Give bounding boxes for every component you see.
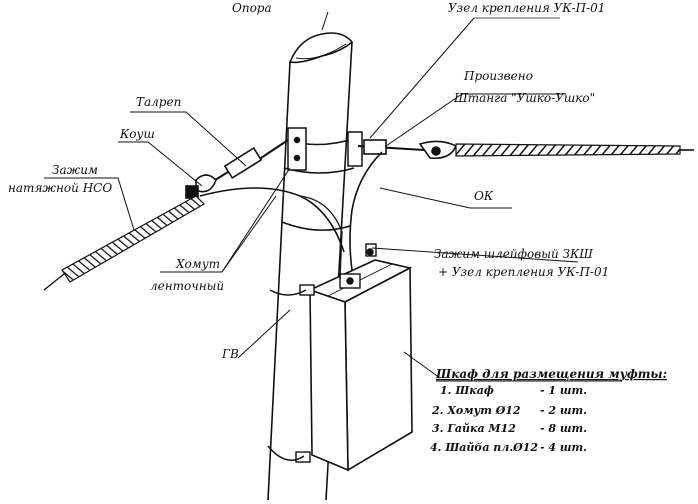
label-thimble: Коуш xyxy=(119,127,155,141)
label-band-line2: ленточный xyxy=(150,279,224,293)
cabinet xyxy=(307,259,413,472)
cabinet-fasteners xyxy=(267,243,377,463)
spec-item-2-qty: - 2 шт. xyxy=(540,404,587,417)
label-band-line1: Хомут xyxy=(175,257,220,271)
leader-lines xyxy=(44,11,579,379)
left-cable xyxy=(199,187,345,253)
label-turnbuckle: Талреп xyxy=(136,95,181,109)
spec-title: Шкаф для размещения муфты: xyxy=(435,367,667,381)
right-cable-spiral xyxy=(455,143,694,157)
label-loop-node: + Узел крепления УК-П-01 xyxy=(438,265,609,279)
spec-item-4-qty: - 4 шт. xyxy=(540,441,587,454)
left-tension-assembly xyxy=(185,139,289,199)
band-clamps xyxy=(281,127,363,231)
label-rod: Штанга "Ушко-Ушко" xyxy=(453,91,595,105)
label-clamp-line2: натяжной НСО xyxy=(8,181,112,195)
spec-item-2-name: 2. Хомут Ø12 xyxy=(431,404,521,417)
spec-item-1-name: 1. Шкаф xyxy=(440,384,494,397)
right-rod-assembly xyxy=(357,139,458,160)
spec-item-1-qty: - 1 шт. xyxy=(540,384,587,397)
label-proizv: Произвено xyxy=(463,69,533,83)
spec-item-3-qty: - 8 шт. xyxy=(540,422,587,435)
label-loop-clamp: Зажим шлейфовый ЗКШ xyxy=(434,247,593,261)
spec-block: Шкаф для размещения муфты: 1. Шкаф - 1 ш… xyxy=(430,367,667,454)
label-node-top: Узел крепления УК-П-01 xyxy=(448,1,605,15)
tension-clamp-spiral xyxy=(43,195,205,291)
spec-item-4-name: 4. Шайба пл.Ø12 xyxy=(430,441,538,454)
label-pole: Опора xyxy=(232,1,272,15)
ok-cable xyxy=(349,151,383,271)
spec-item-3-name: 3. Гайка М12 xyxy=(432,422,516,435)
label-gv: ГВ xyxy=(221,347,239,361)
label-clamp-line1: Зажим xyxy=(52,163,98,177)
label-ok: ОК xyxy=(474,189,494,203)
ok-cable-loop xyxy=(299,195,343,281)
